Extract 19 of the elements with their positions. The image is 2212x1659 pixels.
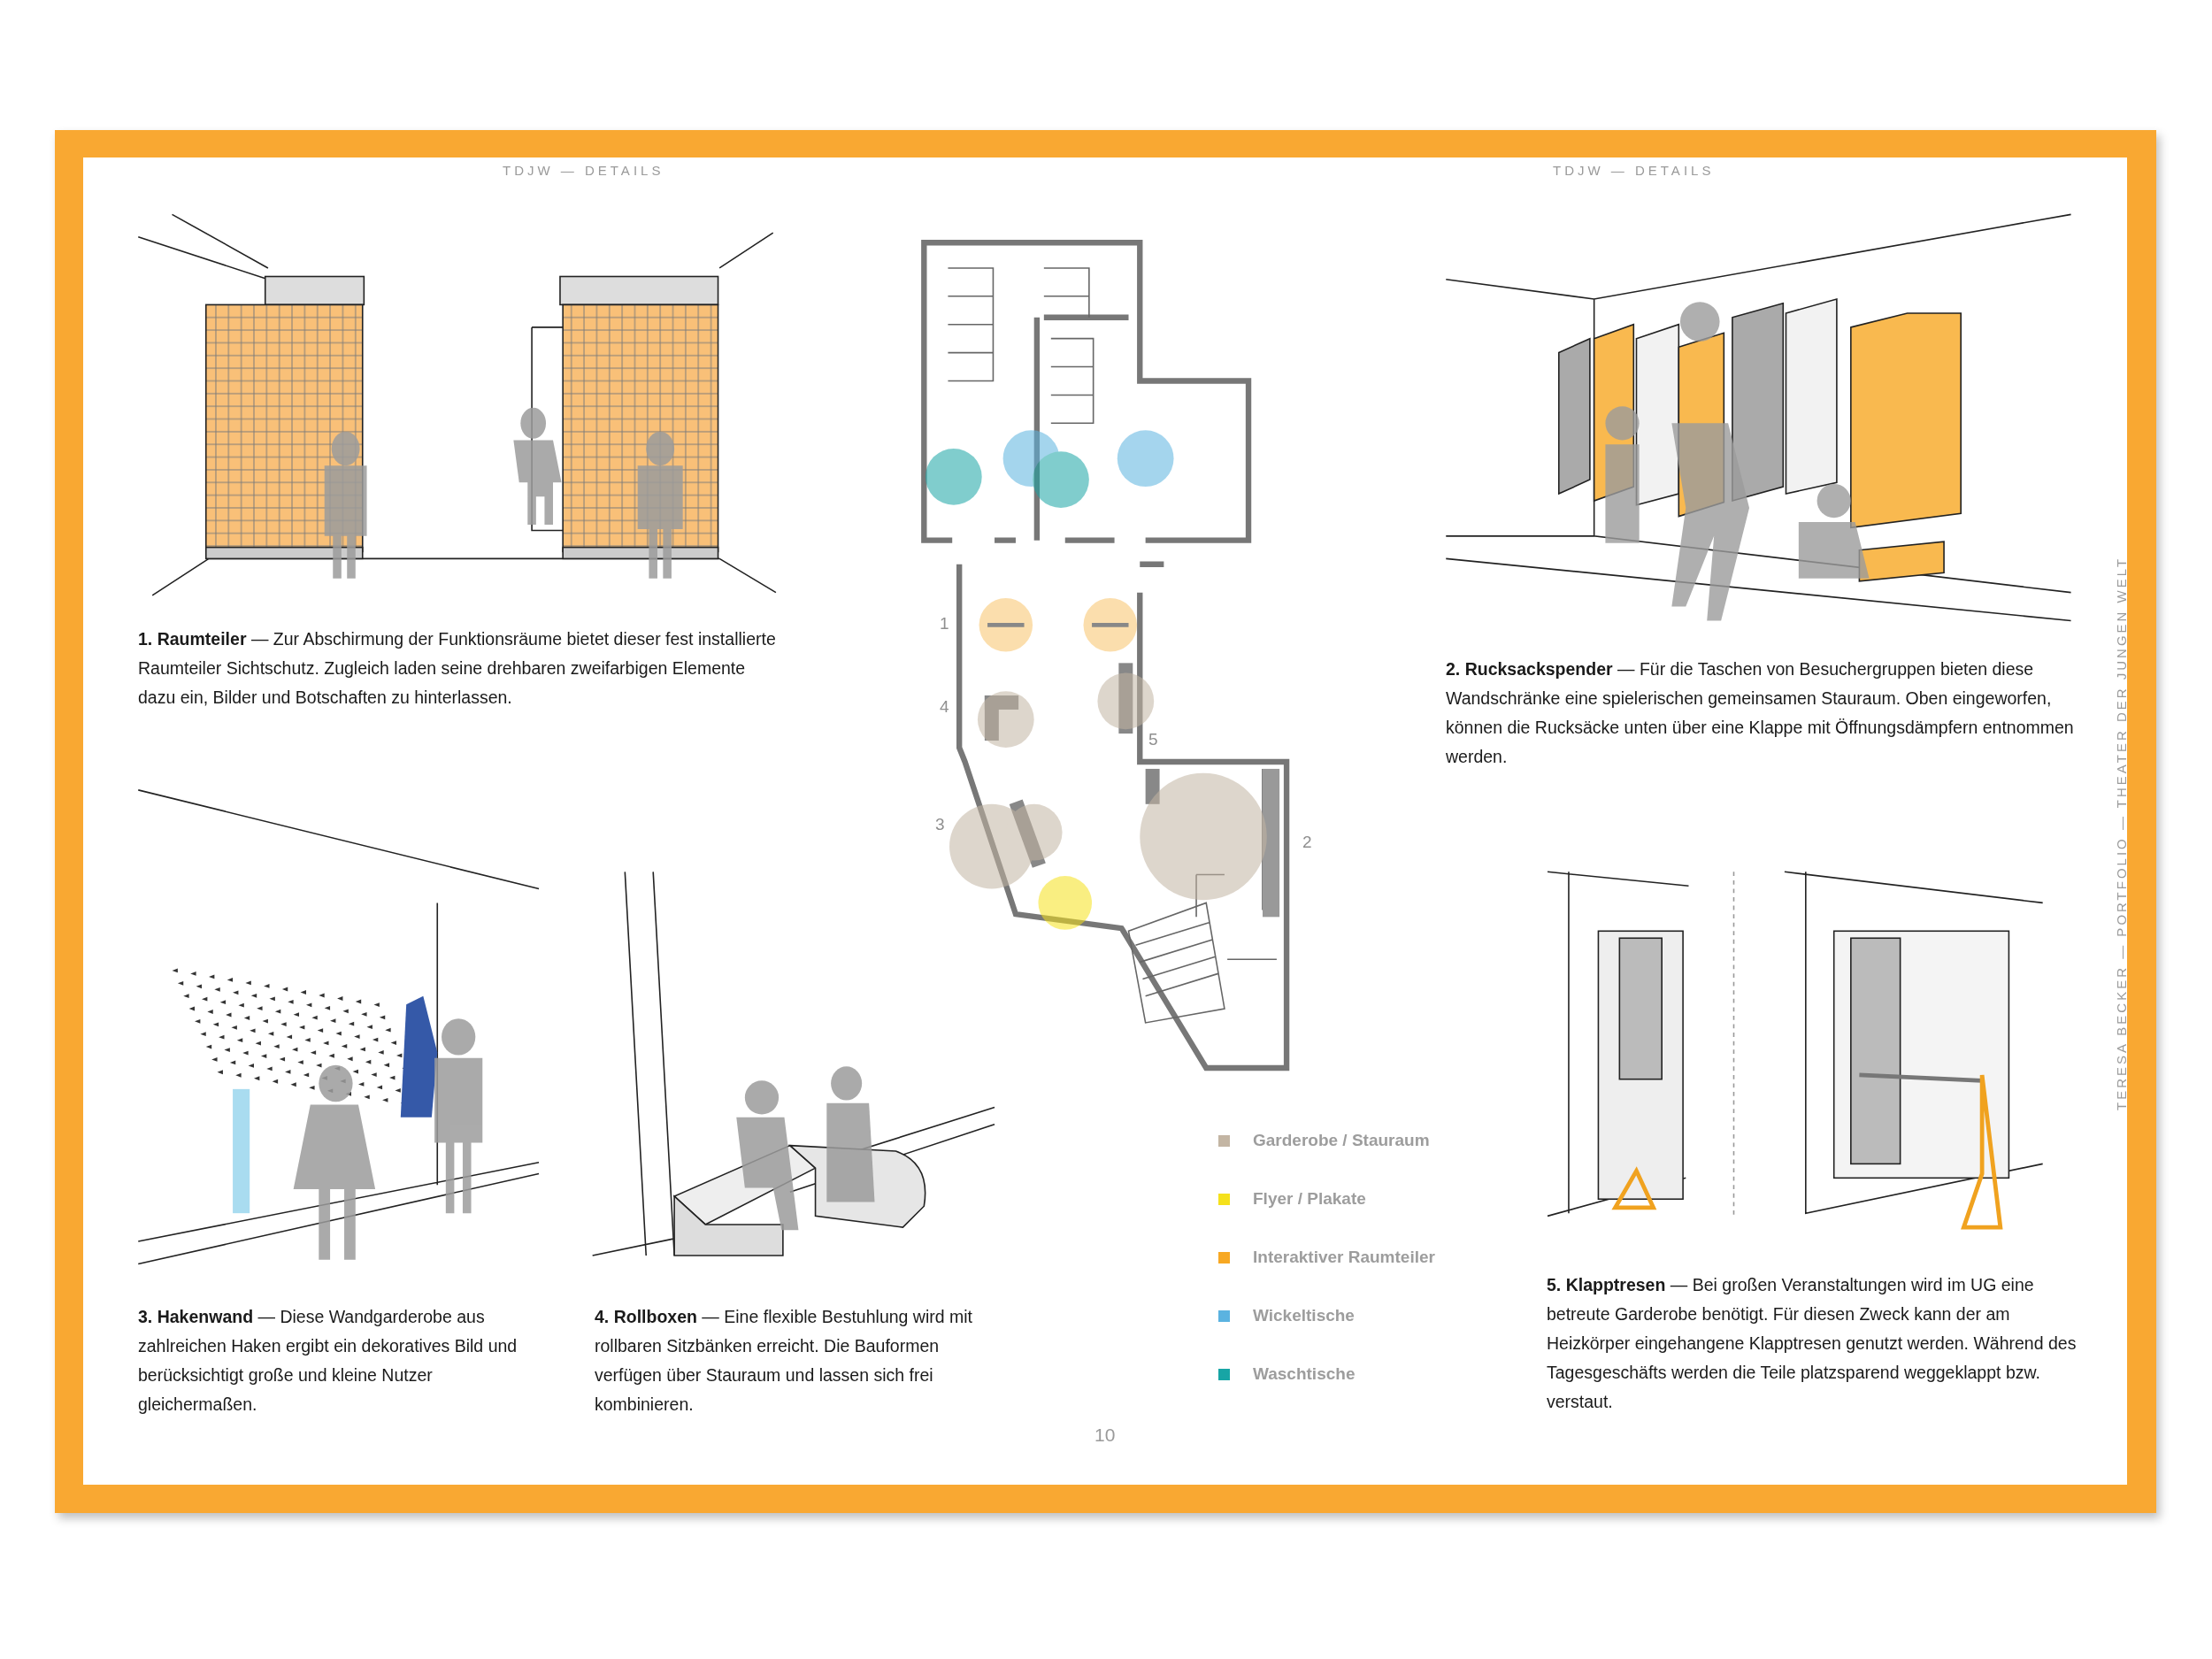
plan-number: 2 — [1302, 833, 1312, 852]
plan-number: 3 — [935, 815, 945, 834]
legend-label: Garderobe / Stauraum — [1253, 1131, 1430, 1150]
running-header: TDJW — DETAILS — [1553, 163, 1715, 178]
legend-label: Waschtische — [1253, 1364, 1356, 1384]
page-number: 10 — [1094, 1425, 1116, 1446]
legend-label: Wickeltische — [1253, 1306, 1355, 1325]
plan-number: 5 — [1148, 730, 1158, 749]
description-paragraph: 3. Hakenwand — Diese Wandgarderobe aus zahlreichen Haken ergibt ein dekoratives Bild und berücksichtigt große und kleine Nutzer gleichermaßen. — [138, 1306, 518, 1416]
vertical-footer-text: TERESA BECKER — PORTFOLIO — THEATER DER JUNGEN WELT — [2114, 556, 2129, 1110]
plan-number: 1 — [940, 614, 949, 634]
legend-label: Interaktiver Raumteiler — [1253, 1248, 1435, 1267]
legend-label: Flyer / Plakate — [1253, 1189, 1366, 1209]
description-paragraph: 4. Rollboxen — Eine flexible Bestuhlung wird mit rollbaren Sitzbänken erreicht. Die Bauformen verfügen über Stauraum und lassen sich frei kombinieren. — [595, 1306, 973, 1416]
running-header: TDJW — DETAILS — [503, 163, 664, 178]
plan-number: 4 — [940, 697, 949, 717]
description-paragraph: 1. Raumteiler — Zur Abschirmung der Funktionsräume bietet dieser fest installierte Raumteiler Sichtschutz. Zugleich laden seine drehbaren zweifarbigen Elemente dazu ein, Bilder und Botschaften zu hinterlassen. — [138, 628, 777, 709]
description-paragraph: 2. Rucksackspender — Für die Taschen von Besuchergruppen bieten diese Wandschränke eine spielerischen gemeinsamen Stauraum. Oben eingeworfen, können die Rucksäcke unten über eine Klappe mit Öffnungsdämpfern entnommen werden. — [1446, 658, 2075, 768]
description-paragraph: 5. Klapptresen — Bei großen Veranstaltungen wird im UG eine betreute Garderobe benötigt. Für diesen Zweck kann der am Heizkörper eingehangene Klapptresen genutzt werden. Während des Tagesgeschäfts werden die Teile platzsparend weggeklappt bzw. verstaut. — [1547, 1274, 2078, 1413]
